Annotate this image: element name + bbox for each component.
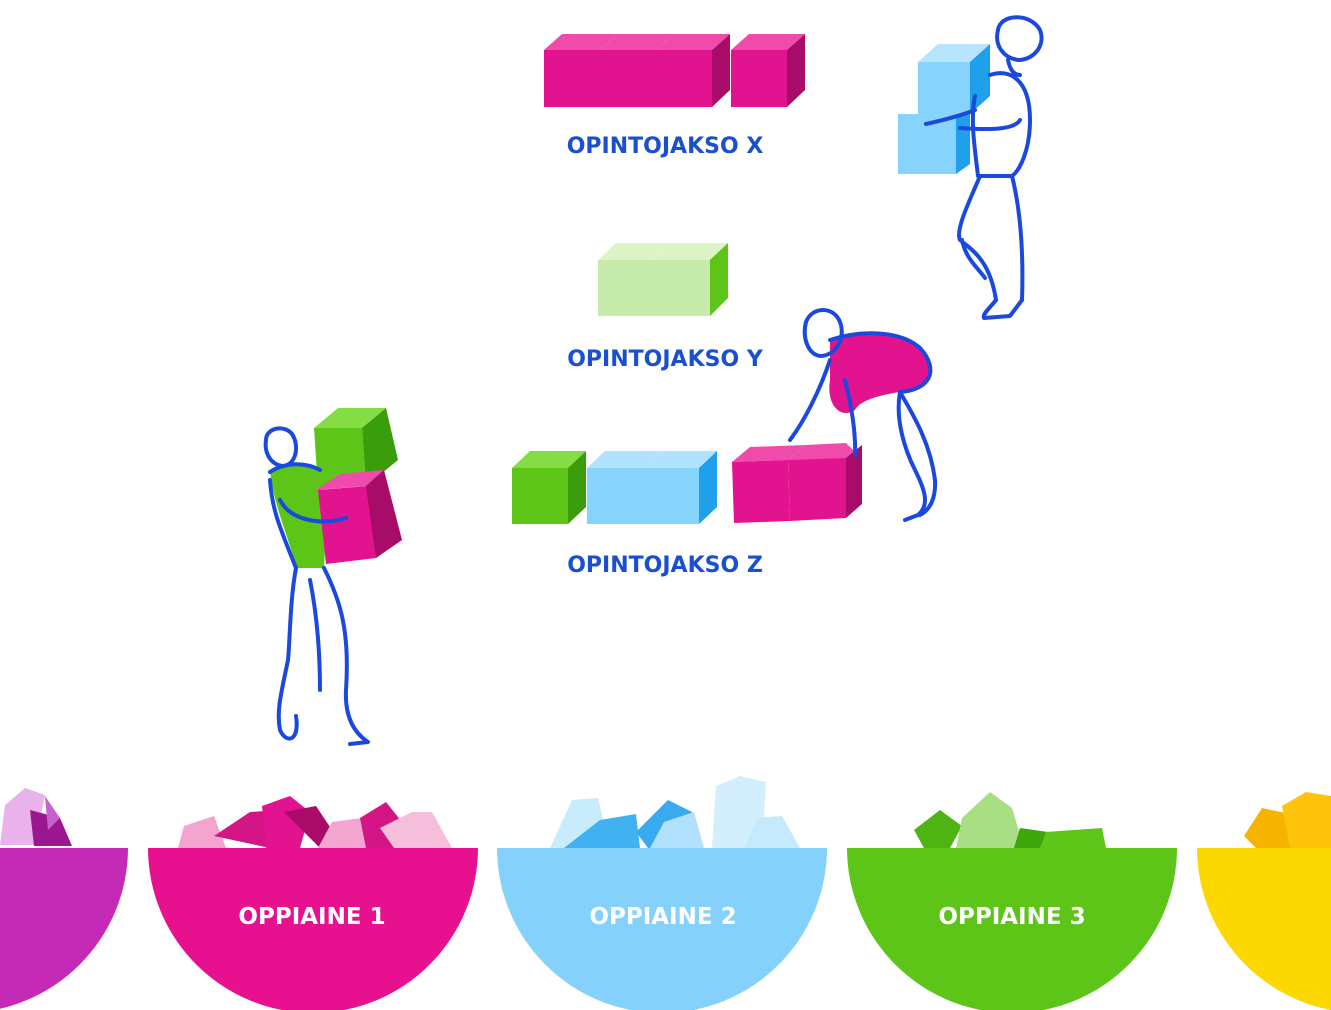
course-y-label: OPINTOJAKSO Y (567, 347, 764, 372)
bowl-subject-1: OPPIAINE 1 (148, 796, 478, 1010)
course-x-label: OPINTOJAKSO X (567, 134, 764, 159)
block-cube (598, 243, 672, 316)
course-x-blocks (544, 34, 805, 107)
block-cube (643, 451, 717, 524)
block-cube (587, 451, 661, 524)
person-carrying-boxes-icon (898, 15, 1044, 320)
block-cube (656, 34, 730, 107)
bowl-contents (178, 796, 452, 848)
bowl-contents (1244, 792, 1331, 848)
block-cube (544, 34, 618, 107)
block-cube (788, 443, 862, 521)
bowl-subject-3: OPPIAINE 3 (847, 792, 1177, 1010)
bowl-contents (550, 776, 800, 848)
bowl-label: OPPIAINE 1 (238, 904, 385, 930)
person-carrying-green-box-icon (263, 408, 402, 746)
person-lifting-boxes-icon (788, 308, 938, 522)
block-cube (731, 34, 805, 107)
block-cube (654, 243, 728, 316)
block-cube (512, 451, 586, 524)
bowl-label: OPPIAINE 3 (938, 904, 1085, 930)
block-cube (600, 34, 674, 107)
course-z-label: OPINTOJAKSO Z (567, 553, 763, 578)
course-z-blocks (512, 443, 862, 524)
bowl-subject-2: OPPIAINE 2 (497, 776, 827, 1010)
bowl-contents (0, 788, 72, 846)
bowl-label: OPPIAINE 2 (589, 904, 736, 930)
bowl-yellow (1197, 792, 1331, 1010)
course-y-blocks (598, 243, 728, 316)
bowl-purple (0, 788, 128, 1009)
block-cube (732, 445, 806, 523)
bowl-contents (914, 792, 1106, 848)
